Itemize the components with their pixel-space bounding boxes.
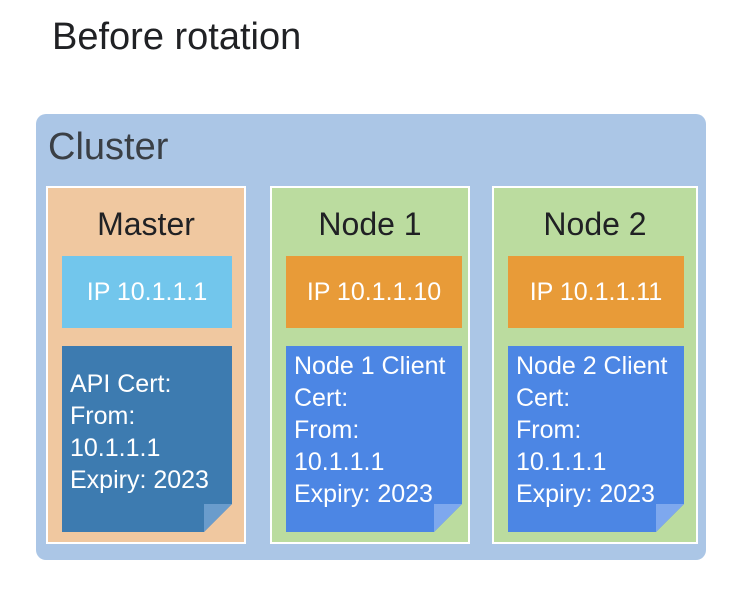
cert-line: 10.1.1.1 <box>516 448 607 476</box>
cert-line: Cert: <box>516 384 571 412</box>
node2-ip-box: IP 10.1.1.11 <box>508 256 684 328</box>
cert-line: Node 1 Client <box>294 352 446 380</box>
master-panel: Master IP 10.1.1.1 API Cert: From: 10.1.… <box>46 186 246 544</box>
cert-line: From: <box>516 416 582 444</box>
cluster-label: Cluster <box>48 126 169 168</box>
node2-panel: Node 2 IP 10.1.1.11 Node 2 Client Cert: … <box>492 186 698 544</box>
cert-line: From: <box>294 416 360 444</box>
cert-line: From: <box>70 402 136 430</box>
cert-line: Expiry: 2023 <box>516 480 655 508</box>
node1-title: Node 1 <box>318 206 422 242</box>
node1-ip-box: IP 10.1.1.10 <box>286 256 462 328</box>
cert-line: Node 2 Client <box>516 352 668 380</box>
cluster-box: Cluster Master IP 10.1.1.1 API Cert: Fro… <box>36 114 706 560</box>
cert-line: 10.1.1.1 <box>70 434 161 462</box>
cert-line: API Cert: <box>70 370 172 398</box>
node2-client-cert: Node 2 Client Cert: From: 10.1.1.1 Expir… <box>508 346 684 532</box>
cert-line: Expiry: 2023 <box>70 466 209 494</box>
master-ip-box: IP 10.1.1.1 <box>62 256 232 328</box>
master-api-cert: API Cert: From: 10.1.1.1 Expiry: 2023 <box>62 346 232 532</box>
page-title: Before rotation <box>52 16 302 58</box>
cert-line: Cert: <box>294 384 349 412</box>
page-fold-icon <box>204 504 232 532</box>
cert-line: 10.1.1.1 <box>294 448 385 476</box>
node1-panel: Node 1 IP 10.1.1.10 Node 1 Client Cert: … <box>270 186 470 544</box>
node1-client-cert: Node 1 Client Cert: From: 10.1.1.1 Expir… <box>286 346 462 532</box>
node2-title: Node 2 <box>543 206 647 242</box>
cert-line: Expiry: 2023 <box>294 480 433 508</box>
master-title: Master <box>97 206 195 242</box>
